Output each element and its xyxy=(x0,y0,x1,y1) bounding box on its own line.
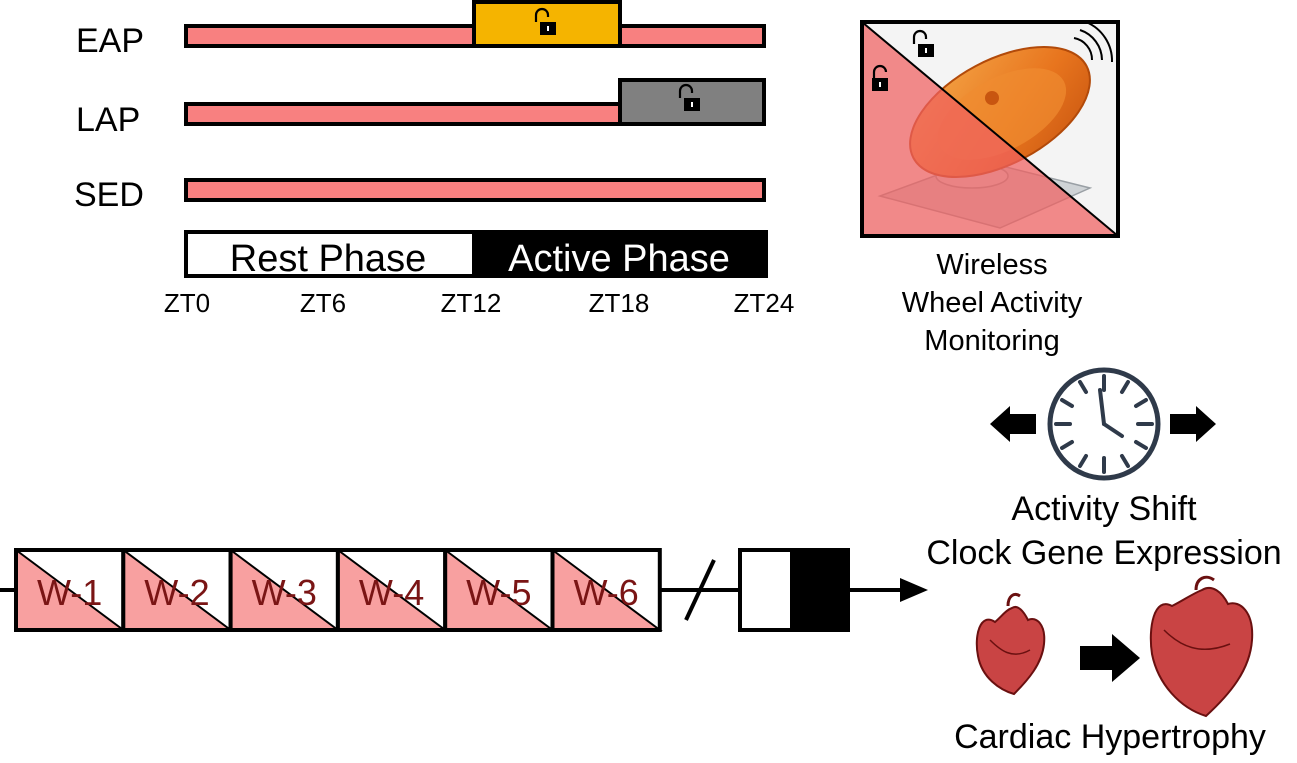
week-label: W-2 xyxy=(144,572,209,613)
tick-zt24: ZT24 xyxy=(734,288,795,318)
timeline-break-mark xyxy=(684,559,716,621)
clock-icon xyxy=(1047,367,1161,481)
tick-zt0: ZT0 xyxy=(164,288,210,318)
wheel-caption-line2: Wheel Activity xyxy=(902,287,1083,319)
wheel-caption-line1: Wireless xyxy=(936,249,1047,281)
rest-phase-label: Rest Phase xyxy=(230,238,426,280)
week-label: W-5 xyxy=(466,572,531,613)
week-label: W-4 xyxy=(359,572,424,613)
small-heart-icon xyxy=(975,592,1046,696)
arrow-right-icon xyxy=(1170,406,1216,442)
week-box: W-2 xyxy=(121,548,234,632)
week-boxes: W-1 W-2 W-3 W-4 W-5 W-6 xyxy=(14,548,663,632)
running-wheel-image xyxy=(860,20,1120,238)
week-box: W-3 xyxy=(228,548,341,632)
week-box: W-6 xyxy=(550,548,663,632)
tick-zt6: ZT6 xyxy=(300,288,346,318)
large-heart-icon xyxy=(1149,575,1254,718)
final-rest-box xyxy=(738,548,794,632)
week-box: W-1 xyxy=(14,548,127,632)
week-box: W-5 xyxy=(443,548,556,632)
week-label: W-3 xyxy=(252,572,317,613)
active-phase-label: Active Phase xyxy=(508,238,730,280)
timeline-arrow-icon xyxy=(900,578,928,602)
week-label: W-1 xyxy=(37,572,102,613)
sed-bar xyxy=(184,178,766,202)
wheel-caption-line3: Monitoring xyxy=(924,325,1059,357)
final-active-box xyxy=(790,548,850,632)
group-label-sed: SED xyxy=(74,176,144,214)
week-box: W-4 xyxy=(335,548,449,632)
tick-zt18: ZT18 xyxy=(589,288,650,318)
tick-zt12: ZT12 xyxy=(441,288,502,318)
active-phase-box xyxy=(472,230,768,278)
group-label-lap: LAP xyxy=(76,101,140,139)
outcome-activity-shift: Activity Shift xyxy=(1011,490,1197,528)
arrow-hypertrophy-icon xyxy=(1080,634,1140,682)
group-label-eap: EAP xyxy=(76,22,144,60)
arrow-left-icon xyxy=(990,406,1036,442)
outcome-cardiac-hypertrophy: Cardiac Hypertrophy xyxy=(954,718,1266,756)
week-label: W-6 xyxy=(573,572,638,613)
outcome-clock-gene: Clock Gene Expression xyxy=(926,534,1281,572)
